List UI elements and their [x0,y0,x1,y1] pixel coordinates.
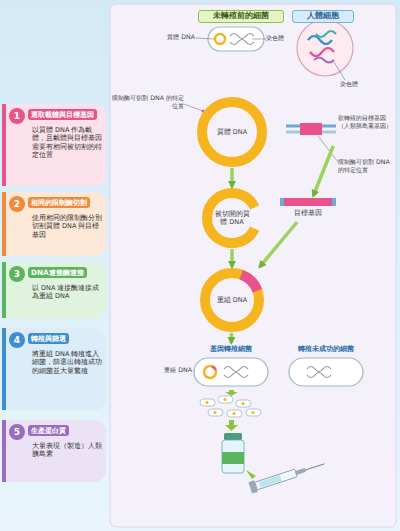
plasmid-circle [202,102,262,162]
step-body: 使用相同的限制酶分別切割質體 DNA 與目標基因 [32,214,104,239]
ring-label: 重組 DNA [217,296,247,304]
annotation: 限制酶可切割 DNA 的特定位置 [112,94,184,110]
step-heading: 轉殖與篩選 [28,333,69,344]
annotation: 限制酶可切割 DNA 的特定位置 [338,158,394,174]
step-heading: 選取載體與目標基因 [28,109,97,120]
human-cell [297,20,353,76]
cell-title: 基因轉殖細菌 [190,344,272,354]
gene-fragment [276,196,340,208]
plasmid-circle [205,273,259,327]
transgenic-bacterium: 基因轉殖細菌 [190,343,272,389]
failed-bacterium: 轉殖未成功的細菌 [285,343,367,389]
step-box: 5生產蛋白質大量表現（製造）人類胰島素 [2,420,106,482]
bacteria-colony [200,396,261,417]
leader-line [318,136,338,162]
plasmid-dots [206,398,255,415]
column-header: 人體細胞 [292,10,354,23]
flow-arrow [313,146,333,196]
chromosome-strand [286,112,336,146]
gene-label: 目標基因 [276,209,340,218]
step-box: 4轉殖與篩選將重組 DNA 轉殖進入細菌，篩選出轉殖成功的細菌並大量繁殖 [2,328,106,410]
inserted-gene-arc [241,275,257,291]
leader-line [184,104,203,111]
cut-plasmid-arc [207,193,255,243]
step-number: 2 [9,196,25,212]
gene-segment [300,123,322,135]
step-heading: DNA連接酶連接 [28,267,87,278]
center-panel [110,4,396,527]
gene-label: 欲轉殖的目標基因 （人類胰島素基因） [338,114,394,130]
step-body: 將重組 DNA 轉殖進入細菌，篩選出轉殖成功的細菌並大量繁殖 [32,350,104,375]
step-number: 5 [9,424,25,440]
step-body: 以 DNA 連接酶連接成為重組 DNA [32,284,104,301]
step-box: 1選取載體與目標基因以質體 DNA 作為載體，且載體與目標基因需要有相同被切割的… [2,104,106,186]
step-heading: 相同的限制酶切割 [28,197,90,208]
insulin-vial [222,433,244,473]
part-label: 質體 DNA [150,33,195,41]
flow-arrow [230,333,234,343]
step-number: 4 [9,332,25,348]
column-header: 未轉殖前的細菌 [198,10,284,23]
leader-line [196,38,214,39]
part-label: 染色體 [266,34,296,42]
target-gene-region: 欲轉殖的目標基因 （人類胰島素基因） [286,112,394,146]
plasmid-ring: 質體 DNA [196,96,268,168]
leader-line [252,39,266,40]
part-label: 重組 DNA [150,366,192,374]
recombinant-dna-ring: 重組 DNA [199,267,265,333]
step-box: 2相同的限制酶切割使用相同的限制酶分別切割質體 DNA 與目標基因 [2,192,106,256]
step-box: 3DNA連接酶連接以 DNA 連接酶連接成為重組 DNA [2,262,106,318]
step-body: 大量表現（製造）人類胰島素 [32,442,104,459]
leader-line [334,62,345,80]
header-text: 人體細胞 [307,12,339,20]
header-text: 未轉殖前的細菌 [213,12,269,20]
step-number: 3 [9,266,25,282]
step-heading: 生產蛋白質 [28,425,69,436]
flow-arrow [230,249,234,267]
flow-arrow [230,168,234,187]
syringe [248,458,326,494]
step-body: 以質體 DNA 作為載體，且載體與目標基因需要有相同被切割的特定位置 [32,126,104,160]
flow-arrow [260,222,298,267]
step-number: 1 [9,108,25,124]
part-label: 染色體 [340,80,380,88]
target-gene: 目標基因 [276,196,340,222]
ring-label: 質體 DNA [217,128,247,136]
cut-plasmid-ring: 被切開的質體 DNA [201,187,263,249]
ring-label: 被切開的質體 DNA [213,210,251,226]
cell-title: 轉殖未成功的細菌 [285,344,367,354]
